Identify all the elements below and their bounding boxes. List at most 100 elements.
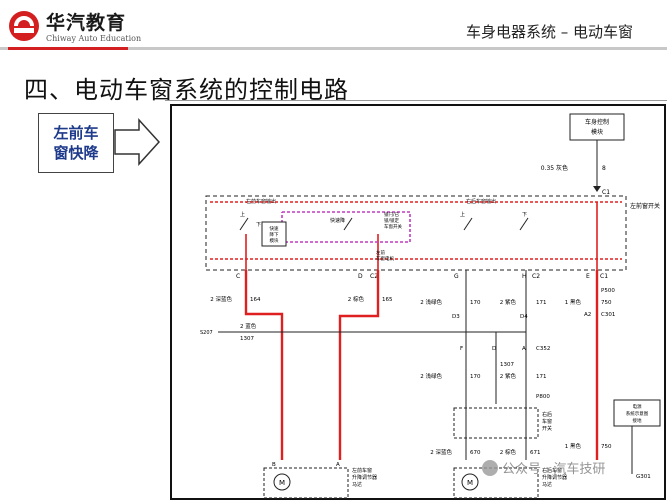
conn-f: F — [460, 346, 463, 352]
lock-label-1: 锁闩/已 — [384, 211, 400, 218]
wire-8-num: 171 — [536, 374, 547, 380]
wire-11-color: 2 棕色 — [500, 448, 517, 456]
conn-c352: C352 — [536, 346, 550, 352]
left-motor-1: 左前车窗 — [352, 467, 372, 474]
circuit-diagram: 车身控制 模块 0.35 灰色 8 C1 左前窗开关 左前车窗输出 右后车窗输出… — [170, 104, 666, 500]
module-label-1: 快速 — [270, 225, 279, 232]
svg-text:M: M — [279, 479, 285, 487]
conn-b: B — [272, 462, 276, 468]
wire-3-num: 1307 — [240, 336, 254, 342]
wire-1-color: 2 深蓝色 — [210, 295, 232, 303]
brand-name-en: Chiway Auto Education — [46, 34, 142, 43]
wire-6-color: 1 黑色 — [565, 298, 582, 306]
conn-c-left: C — [236, 273, 240, 280]
rear-switch-3: 开关 — [542, 425, 552, 432]
wechat-icon — [482, 459, 498, 476]
callout-arrow-icon — [114, 118, 161, 166]
bcm-label-1: 车身控制 — [585, 118, 609, 126]
wire-7-color: 2 浅绿色 — [420, 372, 442, 380]
wire-4-color: 2 浅绿色 — [420, 298, 442, 306]
diagram-frame — [170, 104, 666, 500]
fast-down-label: 快速降 — [330, 217, 345, 224]
left-motor-box — [263, 467, 349, 499]
rear-switch-1: 右后 — [542, 411, 552, 418]
module-label-2: 降下 — [270, 231, 279, 238]
down-label-1: 下 — [256, 222, 261, 228]
rear-switch-box — [453, 407, 539, 439]
conn-g301: G301 — [636, 474, 651, 480]
callout-line-1: 左前车 — [53, 124, 99, 142]
lock-label-3: 车窗开关 — [384, 223, 402, 230]
bottom-note-2: 车窗电机 — [376, 255, 394, 262]
conn-h: H — [522, 273, 527, 280]
ground-box — [613, 399, 661, 427]
conn-g-top: G — [454, 273, 459, 280]
conn-d-mid: D — [492, 346, 496, 352]
callout-box: 左前车 窗快降 — [38, 113, 114, 173]
rear-switch-2: 车窗 — [542, 418, 552, 425]
wire-10-color: 2 深蓝色 — [430, 448, 452, 456]
fast-down-module — [261, 221, 287, 247]
conn-d4: D4 — [520, 314, 528, 320]
conn-e: E — [586, 273, 590, 280]
conn-d3: D3 — [452, 314, 460, 320]
right-motor-icon — [461, 473, 479, 491]
conn-p500: P500 — [601, 288, 615, 294]
ground-box-2: 系统示意图 — [626, 410, 649, 417]
red-wire-164 — [244, 270, 284, 460]
wire-12-num: 750 — [601, 444, 612, 450]
title-divider — [165, 100, 667, 101]
lock-label-2: 锁/锁定 — [384, 217, 400, 224]
conn-c2-left: C2 — [370, 273, 378, 280]
wire-12-color: 1 黑色 — [565, 442, 582, 450]
wire-9-num: 1307 — [500, 362, 514, 368]
left-motor-icon — [273, 473, 291, 491]
wire-10-num: 670 — [470, 450, 481, 456]
ground-box-1: 电源 — [633, 403, 642, 410]
header: 华汽教育 Chiway Auto Education 车身电器系统 – 电动车窗 — [0, 0, 667, 50]
right-motor-2: 升降调节器 — [542, 474, 567, 481]
wire-top-circuit: 8 — [602, 165, 606, 172]
conn-p800: P800 — [536, 394, 550, 400]
conn-c1-mid: C1 — [600, 273, 608, 280]
wire-5-color: 2 紫色 — [500, 298, 517, 306]
down-label-2: 下 — [522, 212, 527, 218]
wire-8-color: 2 紫色 — [500, 372, 517, 380]
brand-name-cn: 华汽教育 — [46, 12, 127, 34]
wire-4-num: 170 — [470, 300, 481, 306]
conn-c2-right: C2 — [532, 273, 540, 280]
wire-top-label: 0.35 灰色 — [541, 164, 568, 172]
module-label-3: 模块 — [270, 237, 279, 244]
bottom-note-1: 左前 — [376, 249, 385, 256]
wire-1-num: 164 — [250, 297, 261, 303]
header-rule — [0, 47, 667, 50]
section-title: 车身电器系统 – 电动车窗 — [465, 23, 633, 41]
wire-5-num: 171 — [536, 300, 547, 306]
conn-a-mid: A — [522, 346, 526, 352]
page-title: 四、电动车窗系统的控制电路 — [24, 76, 349, 104]
watermark-text: 公众号 · 汽车技研 — [502, 462, 606, 477]
bcm-box — [569, 113, 625, 141]
left-motor-2: 升降调节器 — [352, 474, 377, 481]
ground-box-3: 接地 — [633, 417, 642, 424]
bcm-label-2: 模块 — [591, 128, 603, 136]
up-label-1: 上 — [240, 211, 245, 218]
up-label-2: 上 — [460, 211, 465, 218]
conn-a-bot: A — [336, 462, 340, 468]
right-motor-3: 马达 — [542, 481, 552, 488]
callout-line-2: 窗快降 — [53, 144, 99, 162]
wire-7-num: 170 — [470, 374, 481, 380]
master-switch-label: 左前窗开关 — [630, 202, 660, 210]
left-motor-3: 马达 — [352, 481, 362, 488]
chiway-logo-icon — [9, 11, 39, 41]
conn-s207: S207 — [200, 330, 213, 336]
conn-c301: C301 — [601, 312, 615, 318]
wire-2-num: 165 — [382, 297, 393, 303]
conn-d: D — [358, 273, 363, 280]
pin-c1-top: C1 — [602, 189, 610, 196]
conn-a2: A2 — [584, 312, 591, 318]
red-wire-165 — [338, 270, 380, 460]
master-switch-box — [205, 195, 627, 271]
watermark: 公众号 · 汽车技研 — [482, 458, 605, 477]
wire-11-num: 671 — [530, 450, 541, 456]
